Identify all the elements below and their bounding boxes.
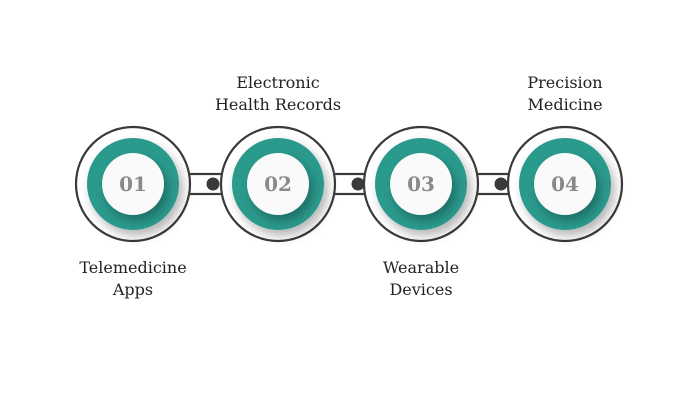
connector-dot-3 <box>494 177 508 191</box>
step-4-label: Precision Medicine <box>475 72 655 116</box>
step-1-label-line-1: Telemedicine <box>79 258 187 277</box>
step-4-label-line-1: Precision <box>527 73 603 92</box>
connector-1 <box>183 172 228 196</box>
connector-dot-1 <box>206 177 220 191</box>
step-2-label: Electronic Health Records <box>188 72 368 116</box>
step-3-label-line-1: Wearable <box>382 258 460 277</box>
step-3-disc <box>390 153 452 215</box>
step-3-label-line-2: Devices <box>389 280 453 299</box>
step-1-number: 01 <box>119 172 147 196</box>
step-3: 03 <box>362 125 480 243</box>
step-4-disc <box>534 153 596 215</box>
step-2: 02 <box>219 125 337 243</box>
step-1: 01 <box>74 125 192 243</box>
step-2-number: 02 <box>264 172 292 196</box>
step-3-number: 03 <box>407 172 435 196</box>
step-4-label-line-2: Medicine <box>527 95 603 114</box>
step-1-disc <box>102 153 164 215</box>
step-4-number: 04 <box>551 172 579 196</box>
step-1-label: Telemedicine Apps <box>43 257 223 301</box>
step-2-label-line-1: Electronic <box>236 73 320 92</box>
connector-dot-2 <box>351 177 365 191</box>
step-1-label-line-2: Apps <box>112 280 154 299</box>
step-2-disc <box>247 153 309 215</box>
step-2-label-line-2: Health Records <box>214 95 342 114</box>
step-3-label: Wearable Devices <box>331 257 511 301</box>
step-4: 04 <box>506 125 624 243</box>
